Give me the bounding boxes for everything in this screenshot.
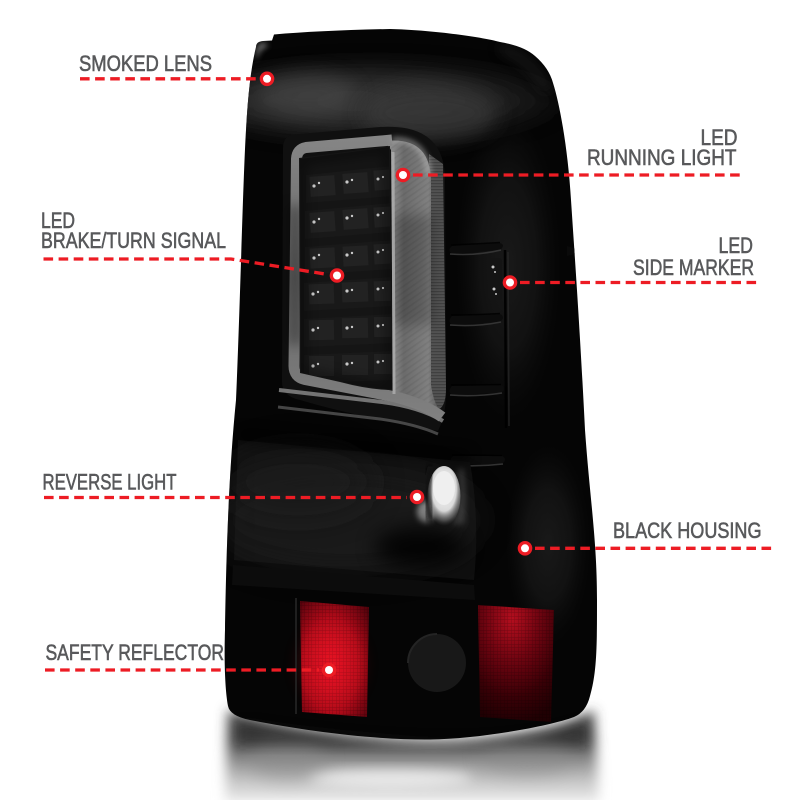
svg-text:BRAKE/TURN SIGNAL: BRAKE/TURN SIGNAL [41, 228, 226, 253]
svg-text:BLACK HOUSING: BLACK HOUSING [613, 518, 762, 543]
svg-text:RUNNING LIGHT: RUNNING LIGHT [587, 145, 737, 170]
svg-text:LED: LED [701, 125, 738, 150]
svg-text:SMOKED LENS: SMOKED LENS [79, 51, 212, 76]
svg-text:LED: LED [41, 208, 75, 233]
svg-text:SAFETY REFLECTOR: SAFETY REFLECTOR [46, 640, 225, 665]
svg-text:SIDE MARKER: SIDE MARKER [633, 255, 754, 280]
svg-text:LED: LED [719, 233, 754, 258]
svg-text:REVERSE LIGHT: REVERSE LIGHT [43, 470, 177, 495]
